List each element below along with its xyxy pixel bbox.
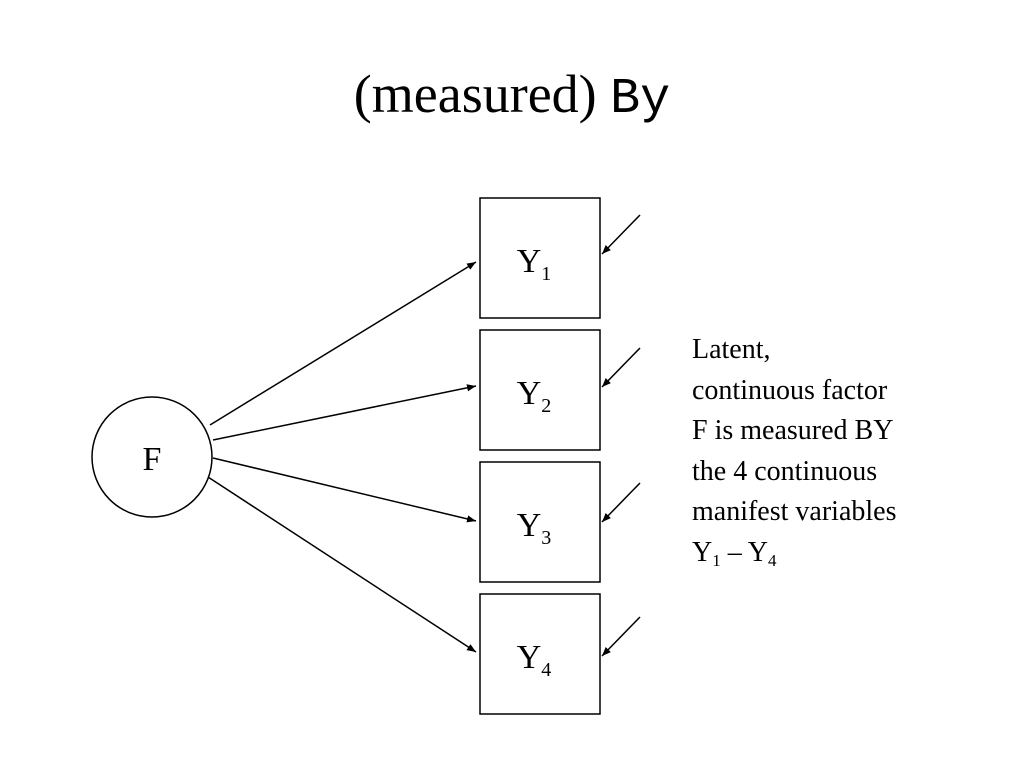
description-line: the 4 continuous bbox=[692, 455, 878, 487]
residual-arrow-y1 bbox=[601, 214, 641, 255]
description-range: Y1 – Y4 bbox=[692, 536, 777, 570]
title-keyword: By bbox=[610, 71, 671, 128]
description-line: Latent, bbox=[692, 334, 771, 365]
residual-arrow-y3 bbox=[601, 482, 641, 523]
indicator-box-y2 bbox=[479, 329, 601, 451]
loading-arrow-y3 bbox=[212, 457, 477, 523]
indicator-box-y1 bbox=[479, 197, 601, 319]
title-prefix: (measured) bbox=[353, 64, 597, 124]
factor-label: F bbox=[143, 441, 162, 478]
slide-title: (measured) By bbox=[0, 62, 1024, 132]
indicator-label-y1: Y1 bbox=[517, 243, 552, 285]
residual-arrow-y4 bbox=[601, 616, 641, 657]
indicator-box-y3 bbox=[479, 461, 601, 583]
indicator-label-y2: Y2 bbox=[517, 375, 552, 417]
description-line: manifest variables bbox=[692, 496, 897, 527]
description-line: continuous factor bbox=[692, 374, 888, 406]
factor-circle bbox=[91, 396, 213, 518]
indicator-label-y4: Y4 bbox=[517, 639, 552, 681]
description-line: F is measured BY bbox=[692, 415, 894, 446]
indicator-box-y4 bbox=[479, 593, 601, 715]
loading-arrow-y1 bbox=[209, 261, 477, 426]
residual-arrow-y2 bbox=[601, 347, 641, 388]
description-text: Latent, continuous factor F is measured … bbox=[692, 330, 1012, 573]
loading-arrow-y2 bbox=[212, 384, 477, 441]
indicator-label-y3: Y3 bbox=[517, 507, 552, 549]
loading-arrow-y4 bbox=[207, 476, 477, 653]
